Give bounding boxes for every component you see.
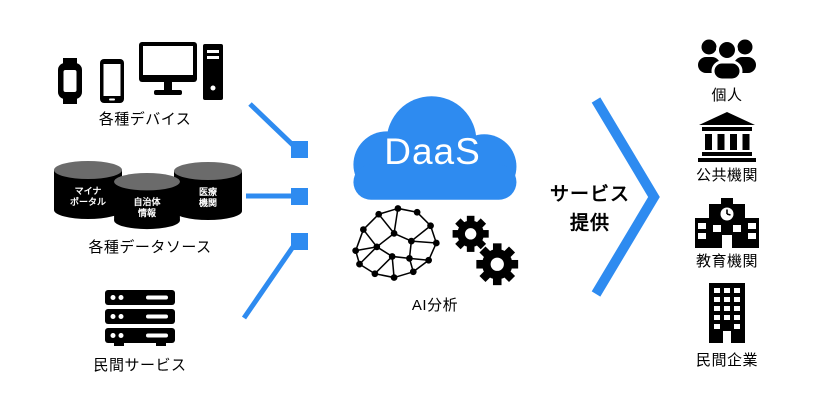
cloud-icon (353, 96, 517, 200)
smartwatch-icon (58, 58, 82, 104)
school-icon (695, 198, 759, 248)
office-building-icon (709, 283, 745, 343)
datasources-label: 各種データソース (88, 239, 212, 256)
server-icon (105, 290, 175, 346)
gears-icon (452, 215, 519, 286)
database-icon (54, 161, 122, 219)
service-provision-line2: 提供 (569, 213, 610, 235)
ai-analysis-label: AI分析 (411, 297, 459, 314)
database-icon (174, 162, 242, 220)
cloud-label: DaaS (384, 131, 481, 173)
database-cylinder-municipality: 自治体 情報 (110, 172, 184, 232)
cylinder-label: 医療 機関 (198, 187, 217, 209)
service-provision-line1: サービス (549, 184, 630, 205)
database-icon (114, 172, 180, 230)
recipient-individual-label: 個人 (711, 87, 743, 104)
smartphone-icon (100, 59, 124, 103)
datasources-group: マイナ ポータル 医療 機関 自治体 情報 (52, 158, 248, 232)
database-cylinder-medical: 医療 機関 (172, 161, 244, 223)
bank-icon (698, 112, 756, 162)
recipient-company-label: 民間企業 (695, 352, 758, 369)
cylinder-label: マイナ ポータル (69, 186, 106, 208)
devices-label: 各種デバイス (98, 111, 192, 128)
people-icon (698, 39, 756, 82)
service-provision-label: サービス 提供 (540, 180, 640, 239)
private-services-label: 民間サービス (93, 357, 187, 374)
desktop-pc-icon (139, 42, 223, 100)
cylinder-label: 自治体 情報 (133, 197, 161, 219)
recipient-education-label: 教育機関 (695, 253, 758, 270)
chevron-right-arrow (591, 97, 660, 297)
neural-network-icon (352, 205, 440, 281)
database-cylinder-myna: マイナ ポータル (52, 160, 124, 222)
recipient-public-label: 公共機関 (695, 167, 758, 184)
daas-cloud: DaaS (330, 92, 535, 202)
devices-group (55, 40, 223, 104)
